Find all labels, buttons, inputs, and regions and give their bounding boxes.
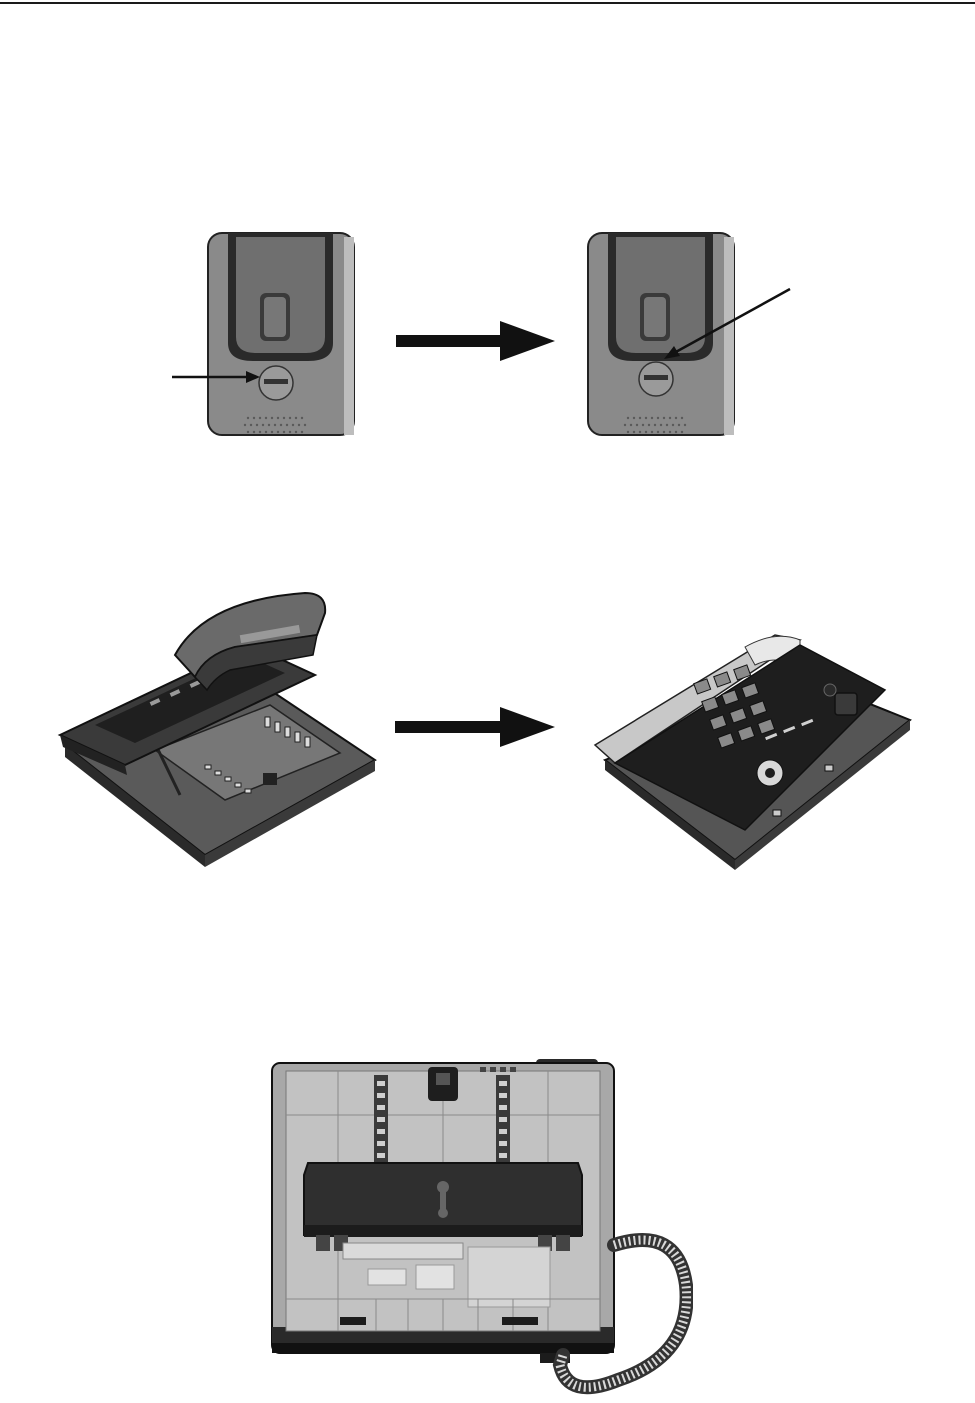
phone-base-flat-icon — [595, 635, 910, 870]
arrow-right-icon — [396, 321, 555, 361]
phone-base-desk-icon — [60, 593, 375, 867]
page-top-rule — [0, 2, 975, 4]
wall-mount-figure — [268, 1055, 693, 1403]
handset-tab-icon — [588, 233, 734, 435]
handset-tab-icon — [208, 233, 354, 435]
latch-sequence-figure — [150, 225, 810, 440]
phone-rear-wallmount-icon — [272, 1059, 614, 1363]
desk-to-wall-figure — [55, 585, 915, 870]
arrow-right-icon — [395, 707, 555, 747]
